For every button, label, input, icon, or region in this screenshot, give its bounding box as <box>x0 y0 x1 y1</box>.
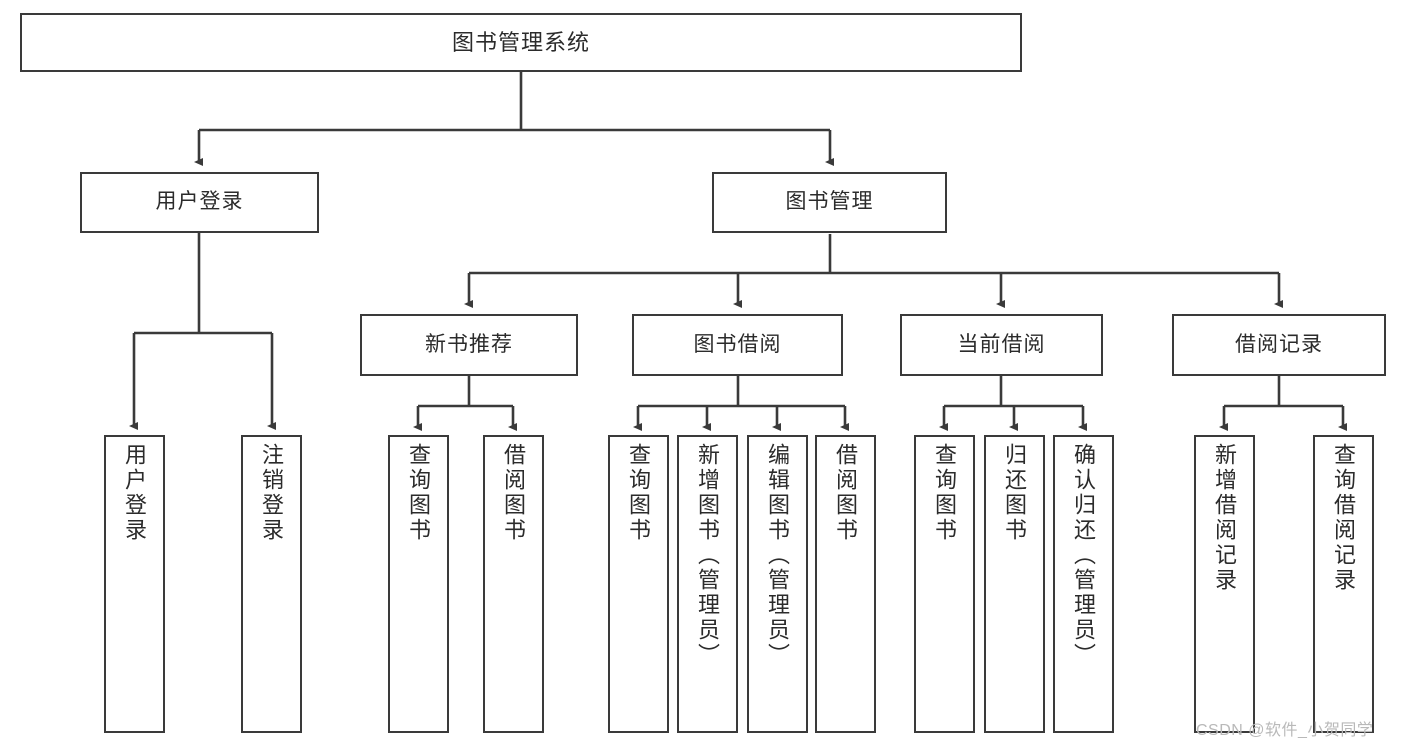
leaf-query-borrow-record[interactable]: 查询借阅记录 <box>1313 435 1374 733</box>
node-label: 查询图书 <box>626 443 652 543</box>
leaf-logout[interactable]: 注销登录 <box>241 435 302 733</box>
node-new-book-recommend[interactable]: 新书推荐 <box>360 314 578 376</box>
node-label: 借阅图书 <box>833 443 859 543</box>
leaf-query-book-borrow[interactable]: 查询图书 <box>608 435 669 733</box>
node-label: 当前借阅 <box>957 332 1046 356</box>
leaf-edit-book-admin[interactable]: 编辑图书（管理员） <box>747 435 808 733</box>
node-borrow-record[interactable]: 借阅记录 <box>1172 314 1386 376</box>
node-label: 查询图书 <box>406 443 432 543</box>
node-label: 编辑图书（管理员） <box>765 443 791 668</box>
node-root-system[interactable]: 图书管理系统 <box>20 13 1022 72</box>
leaf-borrow-book[interactable]: 借阅图书 <box>815 435 876 733</box>
node-label: 借阅记录 <box>1235 332 1323 356</box>
node-label: 查询借阅记录 <box>1331 443 1357 593</box>
node-current-borrow[interactable]: 当前借阅 <box>900 314 1103 376</box>
leaf-add-borrow-record[interactable]: 新增借阅记录 <box>1194 435 1255 733</box>
node-label: 新增借阅记录 <box>1212 443 1238 593</box>
node-label: 新增图书（管理员） <box>695 443 721 668</box>
node-label: 确认归还（管理员） <box>1071 443 1097 668</box>
node-label: 图书管理系统 <box>451 29 590 55</box>
node-user-login[interactable]: 用户登录 <box>80 172 319 233</box>
node-label: 查询图书 <box>932 443 958 543</box>
leaf-confirm-return-admin[interactable]: 确认归还（管理员） <box>1053 435 1114 733</box>
leaf-query-book-current[interactable]: 查询图书 <box>914 435 975 733</box>
node-label: 用户登录 <box>122 443 148 543</box>
node-label: 图书借阅 <box>693 332 782 356</box>
leaf-borrow-book-newbook[interactable]: 借阅图书 <box>483 435 544 733</box>
node-label: 新书推荐 <box>425 332 513 356</box>
node-label: 注销登录 <box>259 443 285 543</box>
leaf-user-login[interactable]: 用户登录 <box>104 435 165 733</box>
node-label: 借阅图书 <box>501 443 527 543</box>
node-book-management[interactable]: 图书管理 <box>712 172 947 233</box>
leaf-query-book-newbook[interactable]: 查询图书 <box>388 435 449 733</box>
leaf-return-book[interactable]: 归还图书 <box>984 435 1045 733</box>
csdn-watermark: CSDN @软件_小贺同学 <box>1196 722 1374 739</box>
node-book-borrow[interactable]: 图书借阅 <box>632 314 843 376</box>
node-label: 归还图书 <box>1002 443 1028 543</box>
node-label: 用户登录 <box>155 190 244 214</box>
node-label: 图书管理 <box>785 190 874 214</box>
leaf-add-book-admin[interactable]: 新增图书（管理员） <box>677 435 738 733</box>
